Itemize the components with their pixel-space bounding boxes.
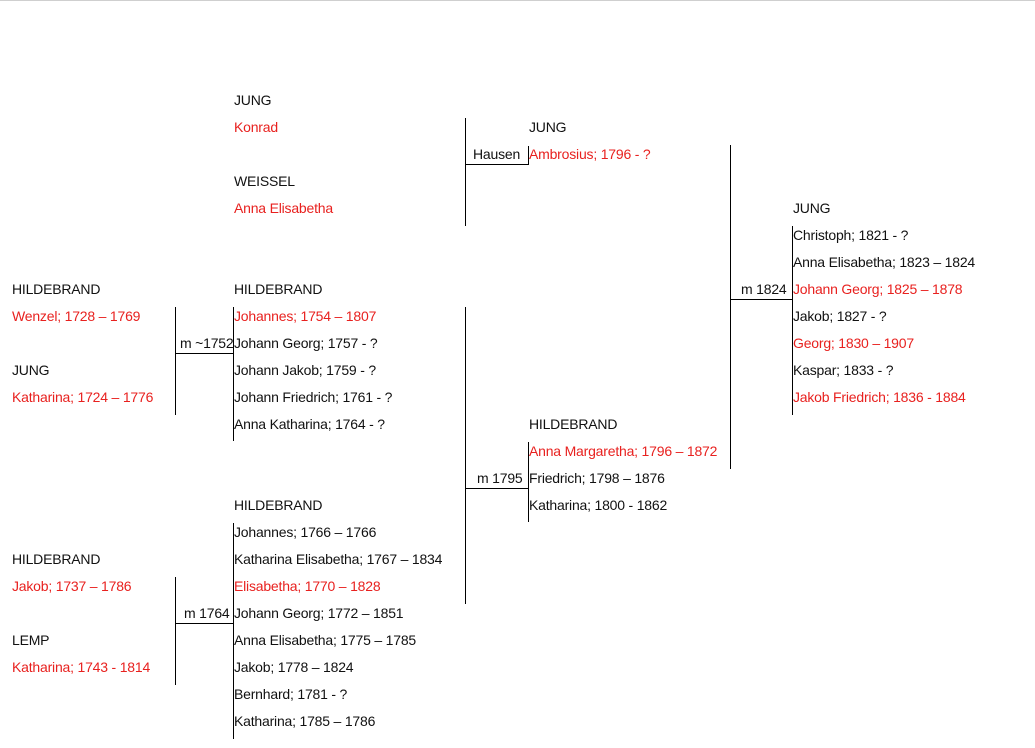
relation-label-hausen: Hausen [473, 146, 521, 162]
child-jakob-1827[interactable]: Jakob; 1827 - ? [793, 308, 887, 324]
child-johann-jakob-1759[interactable]: Johann Jakob; 1759 - ? [234, 362, 376, 378]
jakob-surname: HILDEBRAND [12, 551, 101, 567]
marriage-label-wenzel: m ~1752 [180, 335, 234, 351]
ambrosius-name[interactable]: Ambrosius; 1796 - ? [529, 146, 651, 162]
child-friedrich-1798[interactable]: Friedrich; 1798 – 1876 [529, 470, 665, 486]
children-wenzel-vertical-line [233, 307, 234, 441]
couple-jakob-connector [175, 623, 233, 624]
child-anna-katharina-1764[interactable]: Anna Katharina; 1764 - ? [234, 416, 385, 432]
child-bernhard-1781[interactable]: Bernhard; 1781 - ? [234, 686, 348, 702]
child-anna-elisabetha-1775[interactable]: Anna Elisabetha; 1775 – 1785 [234, 632, 416, 648]
child-johann-friedrich-1761[interactable]: Johann Friedrich; 1761 - ? [234, 389, 393, 405]
children-jakob-vertical-line [233, 523, 234, 739]
child-johann-georg-1772[interactable]: Johann Georg; 1772 – 1851 [234, 605, 404, 621]
jakob-name[interactable]: Jakob; 1737 – 1786 [12, 578, 132, 594]
child-anna-elisabetha-1823[interactable]: Anna Elisabetha; 1823 – 1824 [793, 254, 975, 270]
anna-elisabetha-weissel-name[interactable]: Anna Elisabetha [234, 200, 333, 216]
couple-jakob-vertical-line [175, 577, 176, 685]
katharina-jung-name[interactable]: Katharina; 1724 – 1776 [12, 389, 154, 405]
child-kaspar-1833[interactable]: Kaspar; 1833 - ? [793, 362, 894, 378]
ambrosius-tick-line [528, 146, 529, 165]
katharina-lemp-surname: LEMP [12, 632, 50, 648]
katharina-lemp-name[interactable]: Katharina; 1743 - 1814 [12, 659, 151, 675]
marriage-label-johannes: m 1795 [477, 470, 523, 486]
child-georg-1830[interactable]: Georg; 1830 – 1907 [793, 335, 914, 351]
couple-ambrosius-vertical-line [730, 145, 731, 469]
wenzel-surname: HILDEBRAND [12, 281, 101, 297]
couple-johannes-connector [465, 488, 528, 489]
child-katharina-elisabetha-1767[interactable]: Katharina Elisabetha; 1767 – 1834 [234, 551, 443, 567]
children-ambrosius-surname: JUNG [793, 200, 831, 216]
child-johann-georg-1825[interactable]: Johann Georg; 1825 – 1878 [793, 281, 963, 297]
katharina-jung-surname: JUNG [12, 362, 50, 378]
child-johann-georg-1757[interactable]: Johann Georg; 1757 - ? [234, 335, 378, 351]
wenzel-name[interactable]: Wenzel; 1728 – 1769 [12, 308, 141, 324]
couple-johannes-vertical-line [465, 307, 466, 604]
children-wenzel-surname: HILDEBRAND [234, 281, 323, 297]
children-johannes-surname: HILDEBRAND [529, 416, 618, 432]
couple-konrad-connector [465, 164, 528, 165]
marriage-label-ambrosius: m 1824 [741, 281, 787, 297]
anna-elisabetha-weissel-surname: WEISSEL [234, 173, 295, 189]
top-border [0, 0, 1035, 1]
child-johannes-1766[interactable]: Johannes; 1766 – 1766 [234, 524, 377, 540]
child-johannes-1754[interactable]: Johannes; 1754 – 1807 [234, 308, 377, 324]
couple-wenzel-connector [175, 353, 233, 354]
children-jakob-surname: HILDEBRAND [234, 497, 323, 513]
child-katharina-1785[interactable]: Katharina; 1785 – 1786 [234, 713, 376, 729]
children-johannes-vertical-line [528, 442, 529, 522]
child-elisabetha-1770[interactable]: Elisabetha; 1770 – 1828 [234, 578, 381, 594]
child-jakob-1778[interactable]: Jakob; 1778 – 1824 [234, 659, 354, 675]
children-ambrosius-vertical-line [792, 226, 793, 415]
child-jakob-friedrich-1836[interactable]: Jakob Friedrich; 1836 - 1884 [793, 389, 966, 405]
marriage-label-jakob: m 1764 [184, 605, 230, 621]
child-katharina-1800[interactable]: Katharina; 1800 - 1862 [529, 497, 668, 513]
konrad-surname: JUNG [234, 92, 272, 108]
child-anna-margaretha-1796[interactable]: Anna Margaretha; 1796 – 1872 [529, 443, 718, 459]
konrad-name[interactable]: Konrad [234, 119, 278, 135]
couple-wenzel-vertical-line [175, 307, 176, 415]
child-christoph-1821[interactable]: Christoph; 1821 - ? [793, 227, 909, 243]
ambrosius-surname: JUNG [529, 119, 567, 135]
couple-ambrosius-connector [730, 299, 792, 300]
couple-konrad-vertical-line [465, 118, 466, 226]
